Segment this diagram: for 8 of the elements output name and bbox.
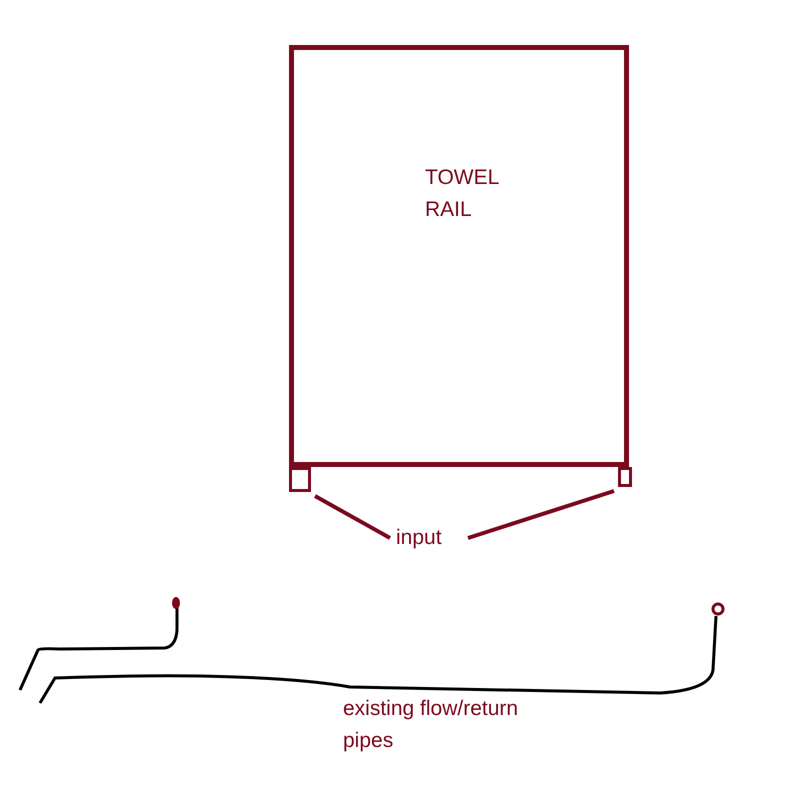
input-port-box xyxy=(289,467,311,492)
pipes-label: existing flow/return pipes xyxy=(343,696,520,754)
leader-line xyxy=(467,489,615,540)
towel-rail-label: TOWEL RAIL xyxy=(425,165,500,223)
leader-line xyxy=(314,494,391,540)
input-port-box xyxy=(618,467,632,487)
towel-rail-box xyxy=(289,45,629,467)
input-label: input xyxy=(396,522,462,554)
